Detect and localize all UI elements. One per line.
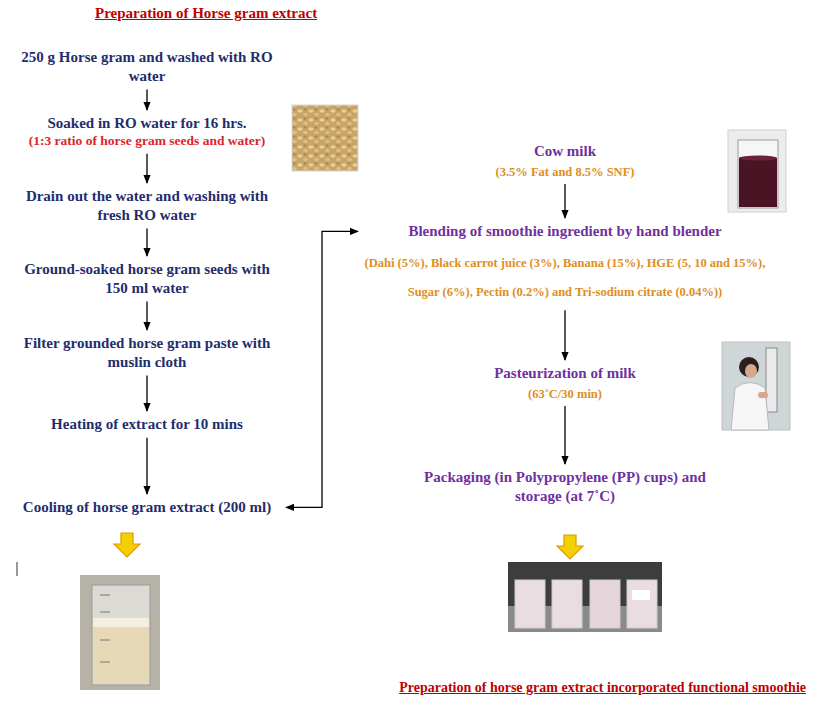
cursor-mark-part: [17, 562, 18, 576]
extract-beaker-photo-part: [93, 618, 149, 627]
extract-beaker-photo-part: [92, 585, 150, 685]
yellow-arrow-part: [557, 535, 583, 559]
flow-arrow: [146, 376, 147, 412]
flow-arrow: [564, 184, 565, 218]
extract-beaker-photo-part: [100, 640, 110, 641]
flow-arrow: [146, 154, 147, 183]
seed-photo: [292, 105, 358, 171]
smoothie-cups-photo: [508, 562, 662, 632]
milk-beaker-photo-part: [738, 140, 778, 208]
milk-beaker-photo-part: [739, 158, 777, 207]
extract-beaker-photo-part: [100, 595, 110, 596]
step-text: Drain out the water and washing with fre…: [20, 187, 274, 225]
smoothie-cups-photo-part: [632, 590, 650, 600]
lab-person-photo-part: [722, 342, 790, 430]
diagram-caption: Preparation of horse gram extract incorp…: [399, 680, 806, 696]
extract-beaker-photo-part: [93, 625, 149, 684]
process-step: Blending of smoothie ingredient by hand …: [360, 220, 770, 308]
smoothie-cups-photo-part: [590, 580, 620, 628]
process-step: 250 g Horse gram and washed with RO wate…: [16, 46, 278, 88]
extract-beaker-photo-part: [100, 662, 110, 663]
smoothie-cups-photo-part: [627, 580, 657, 628]
process-step: Pasteurization of milk (63˚C/30 min): [435, 362, 695, 404]
process-step: Filter grounded horse gram paste with mu…: [16, 332, 278, 374]
flow-arrow: [146, 90, 147, 111]
process-step: Packaging (in Polypropylene (PP) cups) a…: [395, 466, 735, 508]
flow-arrow: [286, 231, 358, 507]
lab-person-photo-part: [758, 392, 768, 398]
smoothie-cups-photo-part: [508, 562, 662, 632]
extract-beaker-photo: [80, 575, 160, 690]
lab-person-photo: [722, 342, 790, 430]
flow-arrow: [146, 438, 147, 494]
milk-beaker-photo: [728, 130, 786, 212]
yellow-arrow: [557, 535, 583, 559]
step-text: 250 g Horse gram and washed with RO wate…: [20, 48, 274, 86]
cursor-mark: [17, 562, 18, 576]
milk-beaker-photo-part: [739, 156, 777, 161]
flow-arrow: [564, 310, 565, 360]
step-text: Ground-soaked horse gram seeds with 150 …: [15, 260, 279, 298]
step-detail: (Dahi (5%), Black carrot juice (3%), Ban…: [364, 249, 766, 307]
process-step: Ground-soaked horse gram seeds with 150 …: [11, 258, 283, 300]
extract-beaker-photo-part: [100, 612, 110, 613]
process-step: Cow milk (3.5% Fat and 8.5% SNF): [435, 140, 695, 182]
step-text: Soaked in RO water for 16 hrs.: [6, 114, 288, 133]
process-step: Drain out the water and washing with fre…: [16, 185, 278, 227]
step-text: Cow milk: [439, 142, 691, 161]
smoothie-cups-photo-part: [552, 580, 582, 628]
step-text: Heating of extract for 10 mins: [20, 415, 274, 434]
milk-beaker-photo-part: [728, 130, 786, 212]
lab-person-photo-part: [731, 383, 769, 431]
extract-beaker-photo-part: [80, 575, 160, 690]
lab-person-photo-part: [766, 348, 777, 412]
diagram-title: Preparation of Horse gram extract: [95, 5, 317, 22]
flow-arrow: [146, 229, 147, 257]
lab-person-photo-part: [739, 357, 759, 377]
yellow-arrow-part: [114, 533, 140, 557]
step-text: Cooling of horse gram extract (200 ml): [15, 498, 279, 517]
process-step: Cooling of horse gram extract (200 ml): [11, 496, 283, 519]
flow-arrow: [146, 302, 147, 331]
step-detail: (63˚C/30 min): [439, 386, 691, 402]
step-text: Blending of smoothie ingredient by hand …: [364, 222, 766, 241]
step-text: Packaging (in Polypropylene (PP) cups) a…: [399, 468, 731, 506]
step-detail: (3.5% Fat and 8.5% SNF): [439, 164, 691, 180]
flow-arrow: [564, 406, 565, 464]
step-detail: (1:3 ratio of horse gram seeds and water…: [6, 133, 288, 150]
lab-person-photo-part: [745, 364, 757, 378]
smoothie-cups-photo-part: [515, 580, 545, 628]
process-step: Soaked in RO water for 16 hrs.(1:3 ratio…: [2, 112, 292, 152]
step-text: Filter grounded horse gram paste with mu…: [20, 334, 274, 372]
process-step: Heating of extract for 10 mins: [16, 413, 278, 436]
seed-photo-part: [292, 105, 358, 171]
yellow-arrow: [114, 533, 140, 557]
step-text: Pasteurization of milk: [439, 364, 691, 383]
